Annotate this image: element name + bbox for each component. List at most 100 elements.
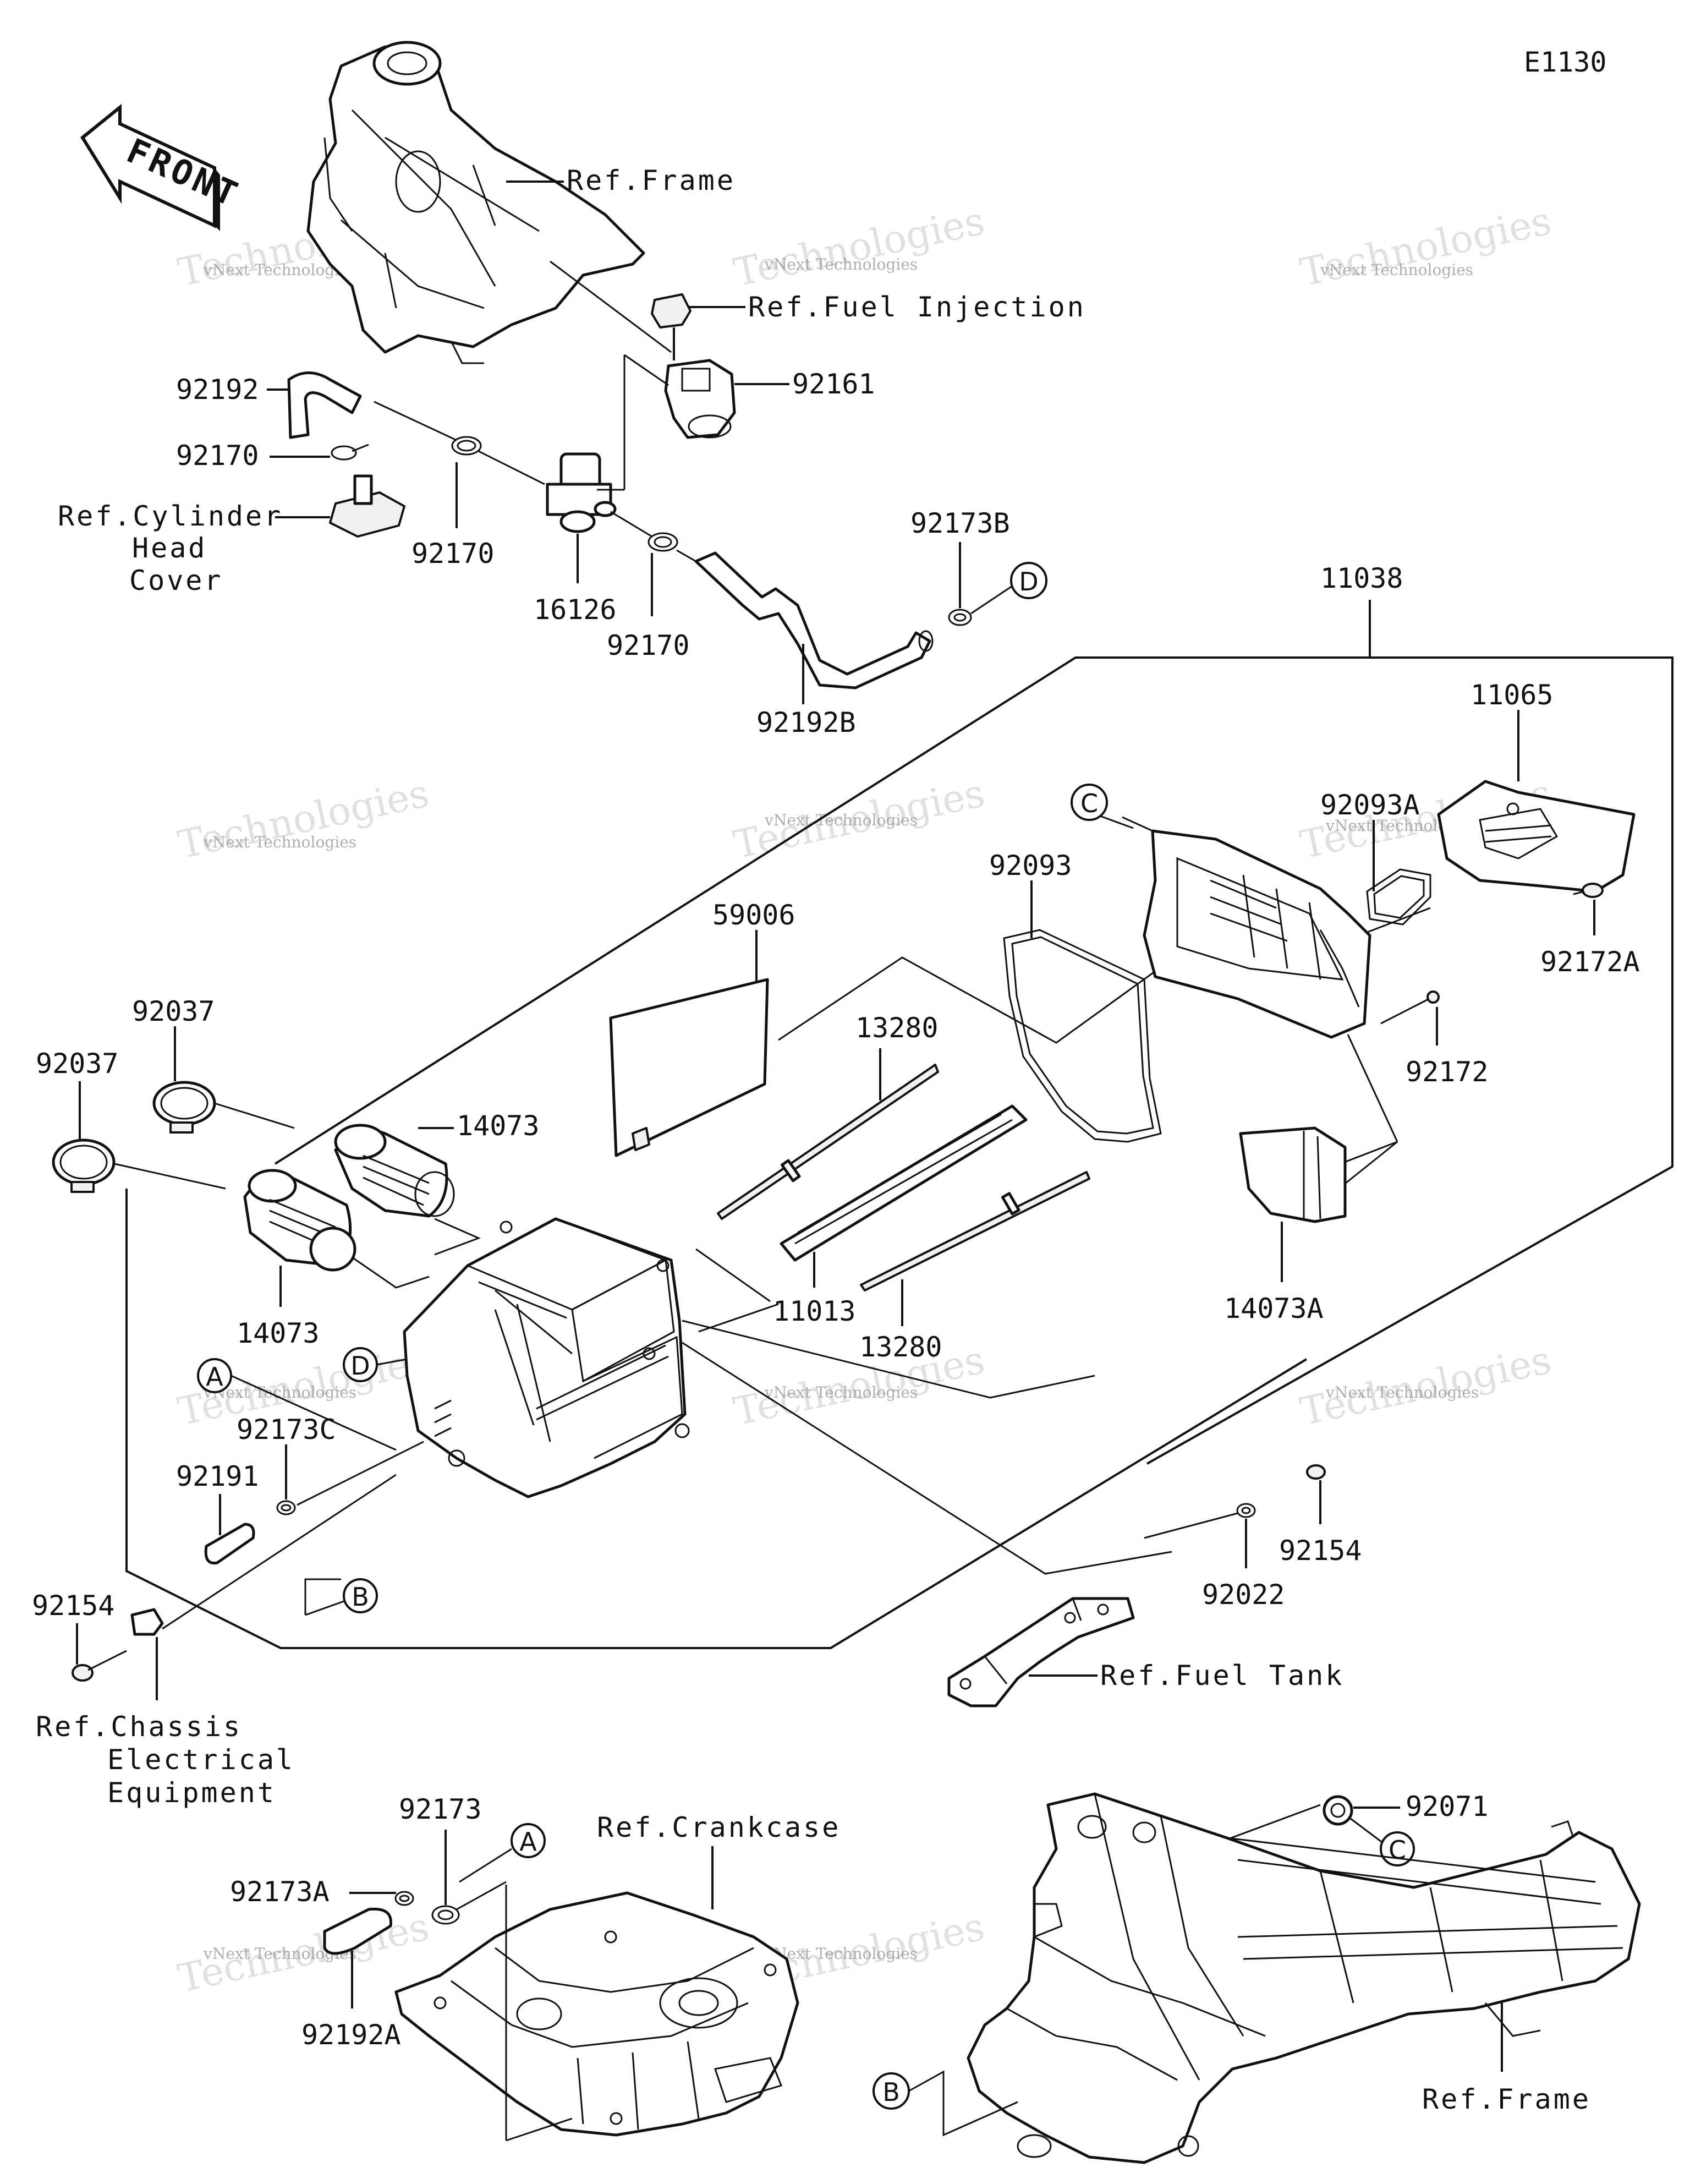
part-92093A-gasket [1366,868,1431,926]
part-number-92173A: 92173A [230,1876,330,1908]
crankcase-illustration [394,1891,799,2137]
bracket-clip [130,1608,164,1636]
watermark-company: vNext Technologies [1325,1383,1479,1402]
part-number-92071: 92071 [1406,1791,1489,1822]
frame-bottom-illustration [967,1792,1641,2164]
part-number-92154-a: 92154 [32,1590,115,1622]
ref-frame-top-label: Ref.Frame [567,165,736,196]
circle-ref-a-bottom [511,1823,546,1858]
part-number-92192A: 92192A [301,2019,401,2051]
part-92192A-hose [323,1907,392,1955]
part-number-11065: 11065 [1470,679,1554,711]
part-number-92093: 92093 [989,850,1072,882]
ref-chassis-label-line1: Ref.Chassis [36,1711,242,1743]
ref-cylinder-head-cover-label-line1: Ref.Cylinder [58,500,283,532]
cylinder-head-cover-fitting [329,474,405,538]
circle-ref-a-mid-label: A [206,1362,223,1392]
circle-ref-d-top [1010,562,1047,599]
part-number-13280-b: 13280 [859,1331,942,1363]
part-number-92191: 92191 [176,1460,259,1492]
part-14073A-duct [1239,1126,1347,1223]
part-92173B-clamp [948,609,972,626]
part-number-92192B: 92192B [756,707,856,738]
part-92173A-clamp [394,1891,414,1906]
part-number-92154-b: 92154 [1279,1535,1362,1567]
part-92173C-clamp [276,1500,296,1515]
circle-ref-c-top-label: C [1080,789,1098,818]
part-92170-clamp-middle [451,436,482,456]
ref-fuel-tank-label: Ref.Fuel Tank [1100,1660,1344,1692]
air-cleaner-housing [403,1217,690,1498]
part-number-14073A: 14073A [1224,1293,1324,1324]
ref-crankcase-label: Ref.Crankcase [597,1811,841,1843]
ref-cylinder-head-cover-label-line3: Cover [129,565,223,596]
circle-ref-b-mid-label: B [352,1582,369,1612]
part-number-92093A: 92093A [1320,789,1420,821]
part-14073-duct-lower [243,1169,356,1272]
watermark-company: vNext Technologies [764,1383,918,1402]
circle-ref-c-top [1071,784,1108,821]
part-92173-clamp [431,1905,460,1925]
part-92154-bolt-left [72,1650,127,1682]
ref-chassis-label-line2: Electrical [107,1744,295,1776]
part-13280-strip-upper [717,1064,939,1220]
part-number-92161: 92161 [792,368,875,400]
fuel-tank-bracket [947,1597,1135,1707]
ref-frame-bottom-label: Ref.Frame [1422,2083,1591,2115]
watermark-text: Technologies [174,770,432,868]
part-13280-strip-lower [860,1171,1090,1291]
part-number-92172: 92172 [1406,1056,1489,1088]
part-number-92170-b: 92170 [411,538,495,570]
watermarks: Technologies vNext Technologies Technolo… [174,198,1555,2001]
part-92037-clamp-b [52,1138,116,1193]
circle-ref-d-mid-label: D [350,1351,370,1381]
part-number-92170-c: 92170 [607,630,690,661]
watermark-text: Technologies [729,198,988,295]
part-92093-gasket [1003,929,1162,1143]
part-number-14073-b: 14073 [237,1317,320,1349]
ref-chassis-label-line3: Equipment [107,1777,276,1809]
part-59006-label [609,978,769,1157]
part-92192B-hose [694,551,934,689]
part-number-92037-b: 92037 [36,1048,119,1080]
circle-ref-b-bottom-label: B [882,2077,900,2107]
part-number-92170-a: 92170 [176,440,259,472]
watermark-text: Technologies [1296,198,1555,295]
circle-ref-c-bottom-label: C [1389,1835,1406,1865]
watermark-company: vNext Technologies [1320,261,1473,279]
part-92022-washer [1236,1503,1256,1518]
ref-fuel-injection-label: Ref.Fuel Injection [748,291,1086,323]
part-14073-duct-upper [334,1124,455,1218]
part-number-14073-a: 14073 [457,1110,540,1142]
part-number-92192: 92192 [176,374,259,406]
part-number-92173C: 92173C [237,1414,336,1446]
part-92071-grommet [1323,1795,1353,1826]
part-number-92173B: 92173B [910,507,1010,539]
watermark-company: vNext Technologies [764,255,918,273]
part-number-11013: 11013 [773,1295,856,1327]
watermark-company: vNext Technologies [764,1945,918,1963]
part-11013-filter-element [780,1104,1028,1262]
part-92172A-screw [1573,883,1604,898]
part-92037-clamp-a [152,1081,216,1134]
diagram-code: E1130 [1524,46,1607,78]
circle-ref-d-top-label: D [1019,567,1038,596]
part-number-92022: 92022 [1202,1579,1285,1611]
part-number-92173: 92173 [399,1793,482,1825]
part-number-13280-a: 13280 [855,1012,939,1044]
part-11065-cover [1437,780,1636,893]
part-92154-bolt-right [1306,1464,1326,1480]
part-number-59006: 59006 [712,899,795,931]
part-number-16126: 16126 [534,594,617,626]
part-number-92037-a: 92037 [132,995,215,1027]
part-92161-valve [664,359,736,439]
fuel-injection-connector [651,293,692,329]
air-cleaner-upper-case [1122,816,1371,1039]
part-92192-hose [287,371,362,439]
part-92191-drain-plug [204,1523,255,1565]
circle-ref-b-mid [343,1578,378,1613]
part-16126-air-switching-valve [546,452,617,533]
front-arrow-icon: FRONT [80,103,246,231]
watermark-company: vNext Technologies [764,811,918,829]
